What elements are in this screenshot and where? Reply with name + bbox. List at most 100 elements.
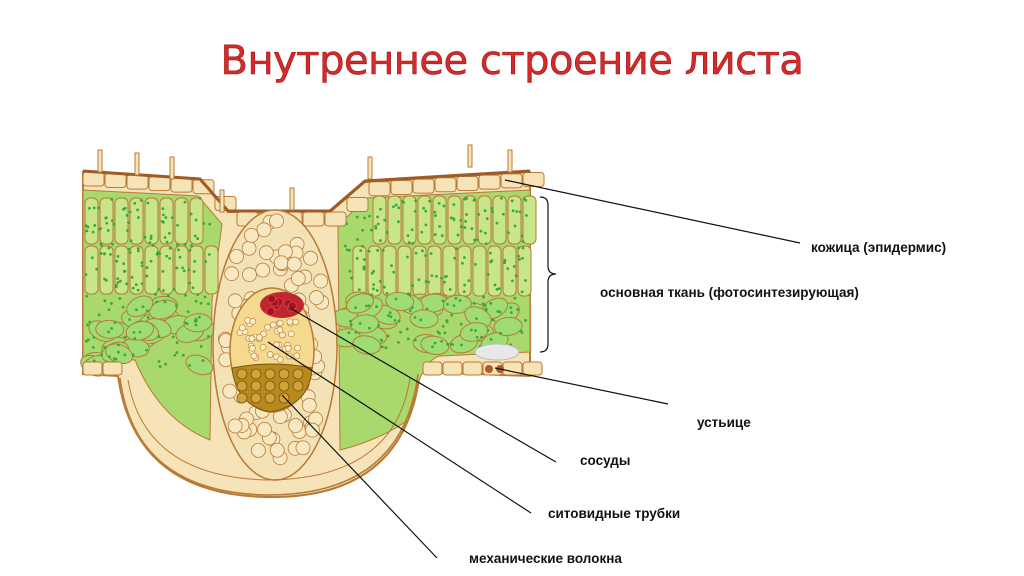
epidermis-cell	[82, 361, 103, 376]
spongy-cell	[185, 354, 214, 376]
sheath-cell	[258, 245, 274, 261]
chloroplast	[367, 304, 371, 308]
chloroplast	[154, 293, 157, 296]
chloroplast	[96, 206, 100, 210]
chloroplast	[518, 210, 522, 214]
chloroplast	[183, 242, 187, 246]
chloroplast	[394, 297, 398, 301]
chloroplast	[123, 335, 127, 339]
spongy-cell	[493, 316, 523, 336]
chloroplast	[151, 244, 155, 247]
chloroplast	[372, 269, 376, 273]
chloroplast	[165, 254, 168, 258]
palisade-cell	[397, 245, 412, 297]
sheath-cell	[273, 255, 289, 271]
chloroplast	[383, 218, 387, 222]
chloroplast	[109, 252, 112, 256]
chloroplast	[162, 289, 165, 292]
chloroplast	[343, 244, 347, 248]
chloroplast	[126, 229, 129, 232]
chloroplast	[128, 251, 132, 254]
epidermis-cell	[324, 211, 347, 227]
fiber-cell	[236, 380, 248, 392]
palisade-cell	[487, 245, 502, 297]
chloroplast	[146, 201, 150, 205]
chloroplast	[157, 360, 161, 363]
spongy-cell	[95, 319, 125, 339]
palisade-cell	[129, 245, 144, 295]
chloroplast	[113, 357, 116, 361]
sheath-cell	[256, 222, 272, 238]
sieve-tube-cell	[284, 345, 292, 352]
chloroplast	[524, 198, 528, 202]
chloroplast	[100, 353, 103, 357]
sieve-tube-cell	[286, 318, 294, 326]
chloroplast	[194, 299, 198, 303]
chloroplast	[406, 337, 410, 341]
chloroplast	[201, 359, 205, 363]
chloroplast	[86, 338, 90, 342]
chloroplast	[498, 310, 502, 314]
leader-fibers	[281, 394, 438, 559]
chloroplast	[113, 321, 117, 324]
palisade-cell	[492, 195, 507, 245]
chloroplast	[524, 279, 527, 282]
palisade-cell	[99, 245, 114, 295]
label-stoma: устьице	[697, 415, 751, 430]
chloroplast	[390, 264, 393, 268]
sheath-cell	[242, 267, 257, 283]
chloroplast	[449, 342, 453, 346]
chloroplast	[93, 224, 97, 227]
air-space	[474, 343, 520, 361]
chloroplast	[402, 201, 405, 204]
palisade-cell	[502, 245, 517, 297]
leader-stoma	[494, 367, 669, 405]
chloroplast	[410, 228, 414, 232]
spongy-cell	[352, 335, 382, 355]
chloroplast	[524, 319, 528, 322]
chloroplast	[386, 314, 390, 317]
chloroplast	[388, 311, 392, 315]
chloroplast	[379, 207, 382, 211]
chloroplast	[472, 302, 476, 305]
chloroplast	[136, 247, 140, 250]
palisade-cell	[144, 197, 159, 245]
chloroplast	[355, 215, 359, 219]
sieve-tube-cell	[288, 330, 295, 338]
chloroplast	[372, 283, 376, 286]
chloroplast	[461, 261, 464, 265]
leader-lines	[267, 179, 801, 559]
chloroplast	[414, 251, 418, 255]
chloroplast	[454, 296, 458, 300]
chloroplast	[376, 222, 380, 226]
chloroplast	[103, 277, 107, 281]
chloroplast	[362, 258, 366, 261]
chloroplast	[88, 206, 91, 210]
chloroplast	[128, 318, 131, 322]
palisade-cell	[472, 245, 487, 297]
chloroplast	[123, 269, 127, 273]
lower-epidermis	[119, 373, 419, 496]
chloroplast	[368, 214, 371, 218]
chloroplast	[443, 280, 446, 284]
chloroplast	[143, 235, 147, 239]
chloroplast	[397, 319, 401, 323]
chloroplast	[362, 267, 366, 271]
chloroplast	[97, 313, 101, 317]
chloroplast	[363, 216, 367, 220]
fiber-cell	[236, 368, 248, 380]
chloroplast	[379, 239, 382, 242]
chloroplast	[175, 266, 179, 270]
chloroplast	[181, 266, 184, 270]
epidermis-cell	[522, 361, 543, 376]
chloroplast	[411, 242, 415, 245]
chloroplast	[407, 241, 411, 244]
sheath-cell	[303, 250, 318, 266]
palisade-cell	[174, 245, 189, 295]
chloroplast	[517, 254, 520, 258]
chloroplast	[425, 307, 429, 311]
chloroplast	[436, 330, 440, 334]
chloroplast	[365, 304, 368, 308]
chloroplast	[385, 230, 389, 234]
chloroplast	[392, 270, 396, 274]
